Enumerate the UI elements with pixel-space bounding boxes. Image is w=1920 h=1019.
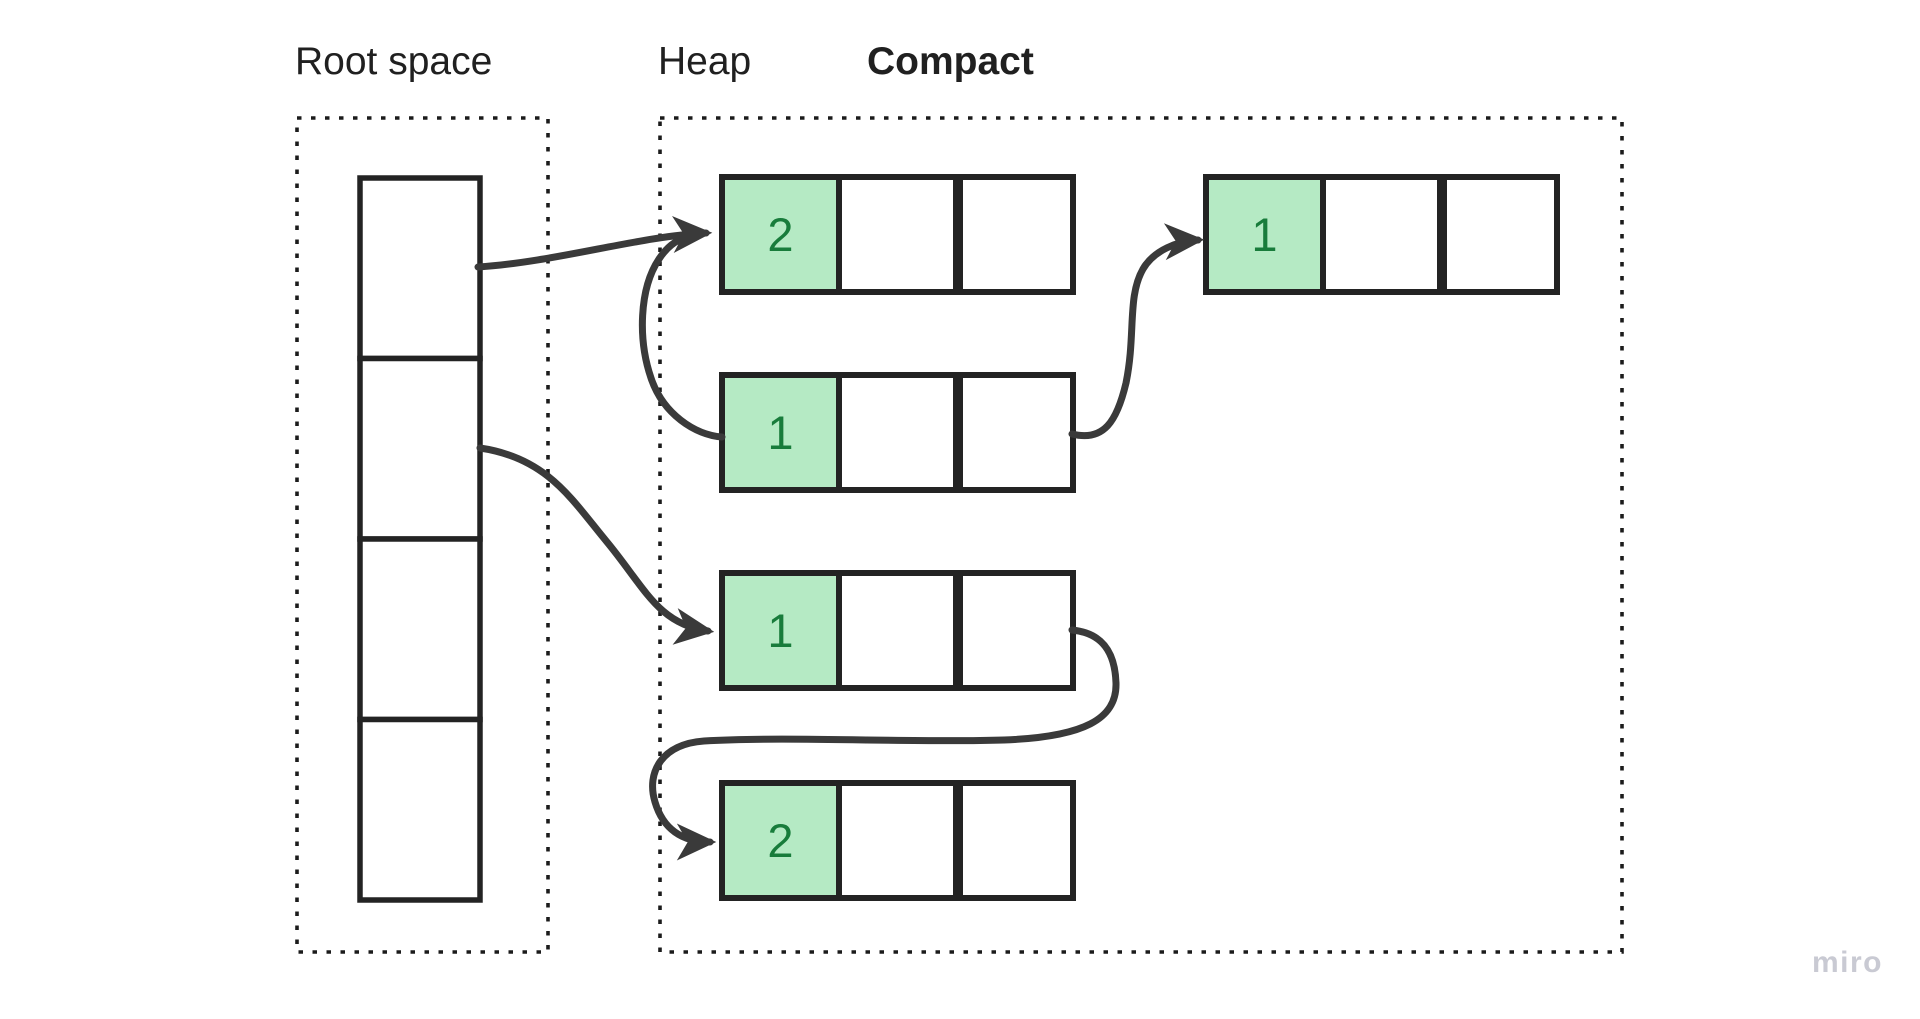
record-cell-highlight[interactable] — [719, 174, 842, 295]
record-cell[interactable] — [957, 780, 1076, 901]
connector-lower-left-to-bottom-left[interactable] — [649, 626, 1120, 861]
root-cell-3[interactable] — [357, 536, 483, 723]
root-cell-4[interactable] — [357, 716, 483, 903]
connector-root1-to-top-left[interactable] — [474, 216, 713, 271]
record-cell[interactable] — [1320, 174, 1443, 295]
connector-middle-left-to-top-right[interactable] — [1068, 223, 1205, 440]
record-tag: 1 — [767, 406, 793, 459]
root-space-boundary[interactable] — [295, 116, 550, 954]
record-cell[interactable] — [836, 570, 959, 691]
record-cell-highlight[interactable] — [719, 570, 842, 691]
heap-record-bottom-left: 2 — [719, 780, 1076, 901]
record-cell[interactable] — [836, 780, 959, 901]
record-tag: 2 — [767, 814, 793, 867]
root-cell-2[interactable] — [357, 355, 483, 542]
heap-record-top-left: 2 — [719, 174, 1076, 295]
compact-label[interactable]: Compact — [867, 40, 1034, 83]
heap-record-lower-left: 1 — [719, 570, 1076, 691]
record-tag: 1 — [767, 604, 793, 657]
heap-record-middle-left: 1 — [719, 372, 1076, 493]
connector-middle-left-to-top-left[interactable] — [638, 233, 726, 441]
record-cell[interactable] — [957, 174, 1076, 295]
connector-root2-to-lower-left[interactable] — [476, 444, 715, 645]
record-tag: 2 — [767, 208, 793, 261]
miro-watermark: miro — [1812, 946, 1883, 979]
heap-label[interactable]: Heap — [658, 40, 751, 83]
record-cell[interactable] — [1441, 174, 1560, 295]
record-cell[interactable] — [957, 372, 1076, 493]
heap-record-top-right: 1 — [1203, 174, 1560, 295]
root-space-stack — [357, 175, 483, 903]
record-cell-highlight[interactable] — [719, 372, 842, 493]
root-cell-1[interactable] — [357, 175, 483, 362]
record-tag: 1 — [1251, 208, 1277, 261]
record-cell[interactable] — [957, 570, 1076, 691]
record-cell[interactable] — [836, 372, 959, 493]
record-cell[interactable] — [836, 174, 959, 295]
root-space-label[interactable]: Root space — [295, 40, 492, 83]
